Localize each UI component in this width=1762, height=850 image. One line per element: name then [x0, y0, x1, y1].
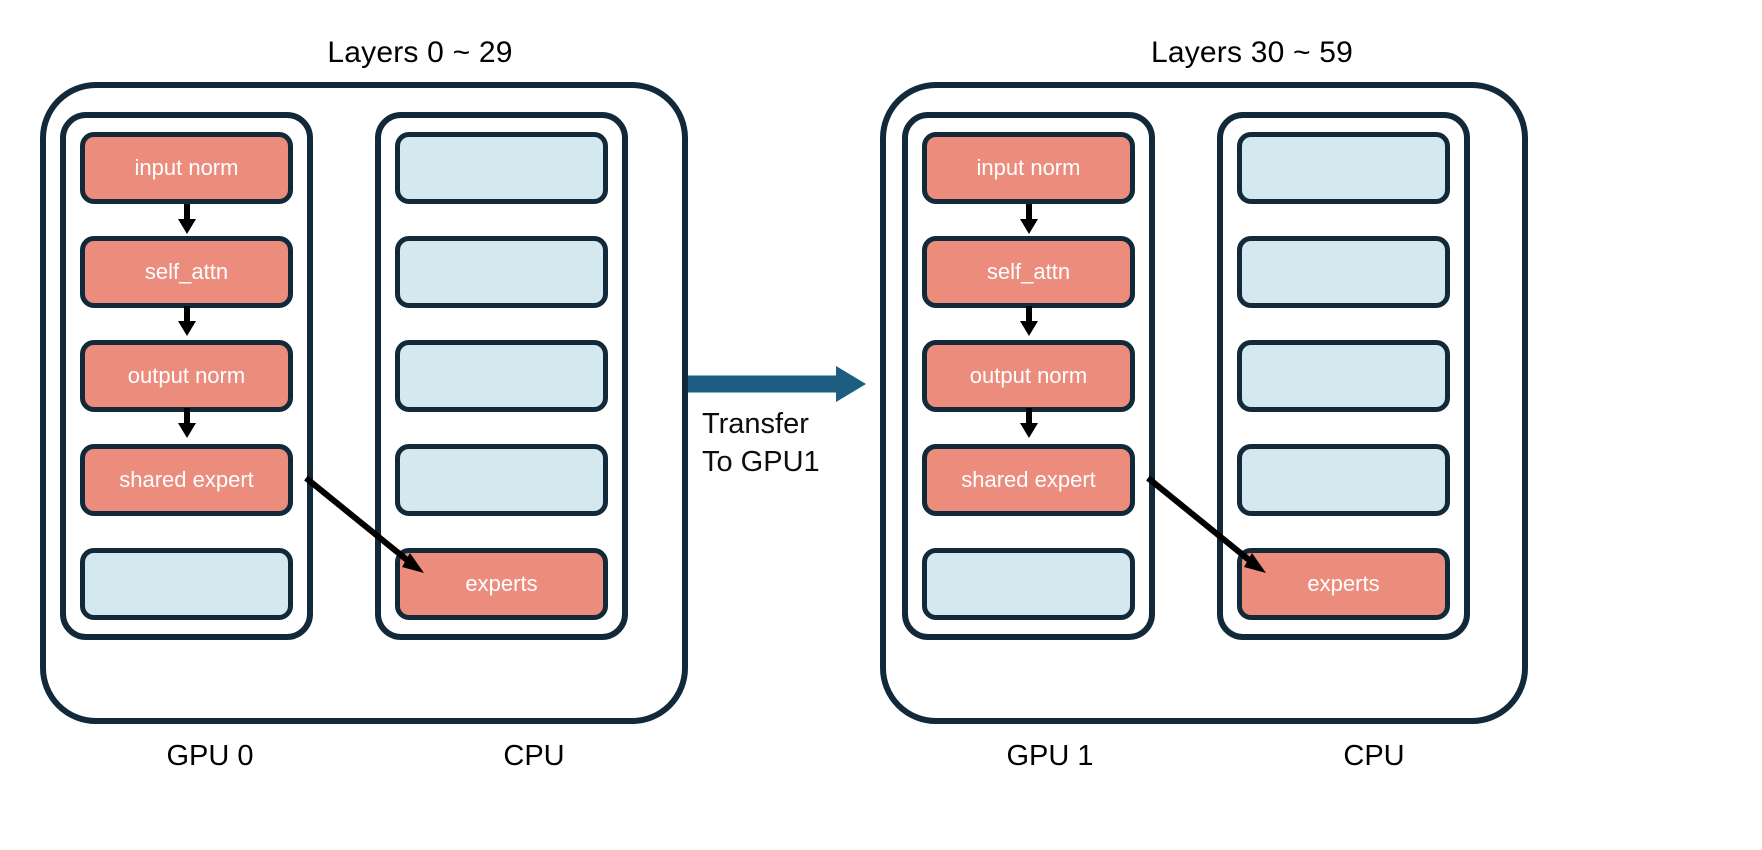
block-placeholder-cpu-2[interactable] — [1237, 236, 1450, 308]
footer-labels: GPU 0 CPU — [40, 740, 688, 773]
gpu-column: input norm self_attn output norm shared … — [60, 112, 313, 640]
block-placeholder-gpu[interactable] — [80, 548, 293, 620]
block-label: input norm — [976, 155, 1081, 180]
block-placeholder-cpu-4[interactable] — [395, 444, 608, 516]
block-placeholder-cpu-1[interactable] — [1237, 132, 1450, 204]
block-output-norm[interactable]: output norm — [80, 340, 293, 412]
footer-labels: GPU 1 CPU — [880, 740, 1528, 773]
gpu-footer-label: GPU 1 — [1006, 740, 1094, 772]
block-placeholder-cpu-3[interactable] — [395, 340, 608, 412]
flow-arrow-down-icon — [177, 408, 196, 438]
block-placeholder-cpu-1[interactable] — [395, 132, 608, 204]
cpu-column: experts — [1217, 112, 1470, 640]
flow-arrow-down-icon — [177, 204, 196, 234]
block-experts[interactable]: experts — [395, 548, 608, 620]
block-label: experts — [465, 571, 538, 596]
columns-wrapper: input norm self_attn output norm shared … — [902, 112, 1470, 640]
block-label: output norm — [127, 363, 246, 388]
flow-arrow-down-icon — [1019, 306, 1038, 336]
block-output-norm[interactable]: output norm — [922, 340, 1135, 412]
block-label: shared expert — [119, 467, 254, 492]
cpu-footer-label: CPU — [503, 740, 565, 772]
block-self-attn[interactable]: self_attn — [80, 236, 293, 308]
cpu-column: experts — [375, 112, 628, 640]
block-self-attn[interactable]: self_attn — [922, 236, 1135, 308]
flow-arrow-down-icon — [1019, 204, 1038, 234]
columns-wrapper: input norm self_attn output norm shared … — [60, 112, 628, 640]
panel-title: Layers 30 ~ 59 — [1150, 36, 1354, 69]
transfer-label: Transfer To GPU1 — [688, 405, 838, 482]
block-shared-expert[interactable]: shared expert — [80, 444, 293, 516]
block-experts[interactable]: experts — [1237, 548, 1450, 620]
block-label: experts — [1307, 571, 1380, 596]
flow-arrow-down-icon — [177, 306, 196, 336]
gpu-column: input norm self_attn output norm shared … — [902, 112, 1155, 640]
block-input-norm[interactable]: input norm — [80, 132, 293, 204]
block-shared-expert[interactable]: shared expert — [922, 444, 1135, 516]
panel-layers-30-59: Layers 30 ~ 59 input norm self_attn outp… — [862, 0, 1582, 850]
transfer-arrow-icon — [688, 366, 866, 402]
block-placeholder-cpu-2[interactable] — [395, 236, 608, 308]
block-placeholder-gpu[interactable] — [922, 548, 1135, 620]
block-placeholder-cpu-3[interactable] — [1237, 340, 1450, 412]
block-label: shared expert — [961, 467, 1096, 492]
transfer-connector: Transfer To GPU1 — [688, 360, 874, 500]
block-label: self_attn — [986, 259, 1071, 284]
panel-layers-0-29: Layers 0 ~ 29 input norm self_attn outpu… — [20, 0, 740, 850]
flow-arrow-down-icon — [1019, 408, 1038, 438]
block-label: self_attn — [144, 259, 229, 284]
cpu-footer-label: CPU — [1343, 740, 1405, 772]
transfer-label-line2: To GPU1 — [702, 446, 820, 479]
block-input-norm[interactable]: input norm — [922, 132, 1135, 204]
panel-title: Layers 0 ~ 29 — [327, 36, 513, 69]
gpu-footer-label: GPU 0 — [166, 740, 254, 772]
block-label: output norm — [969, 363, 1088, 388]
block-label: input norm — [134, 155, 239, 180]
block-placeholder-cpu-4[interactable] — [1237, 444, 1450, 516]
transfer-label-line1: Transfer — [702, 408, 809, 440]
